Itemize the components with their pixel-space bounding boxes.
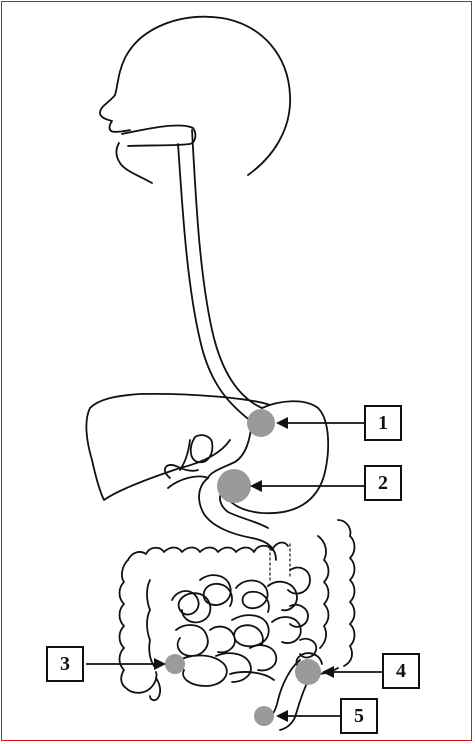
descending-colon-inner <box>318 536 329 648</box>
small-intestine-coils <box>172 568 316 686</box>
oral-cavity-outline <box>122 126 195 146</box>
label-5: 5 <box>340 698 378 734</box>
label-3: 3 <box>46 646 84 682</box>
arrow-2-head <box>250 480 262 492</box>
label-1: 1 <box>364 405 402 441</box>
marker-2 <box>217 469 251 503</box>
arrow-3-head <box>154 658 166 670</box>
esophagus-left-wall <box>178 144 252 422</box>
head-outline <box>100 17 290 175</box>
arrow-1-head <box>276 417 288 429</box>
descending-colon-outer <box>338 520 355 666</box>
ascending-colon-inner <box>147 580 154 666</box>
marker-5 <box>254 706 274 726</box>
ascending-colon-outer <box>120 560 157 693</box>
arrow-5-head <box>276 710 288 722</box>
marker-4 <box>295 659 321 685</box>
gallbladder-outline <box>191 435 213 462</box>
transverse-colon <box>128 543 288 560</box>
arrow-4-head <box>322 666 334 678</box>
marker-1 <box>247 409 275 437</box>
label-4: 4 <box>382 653 420 689</box>
jaw-outline <box>116 143 152 183</box>
marker-3 <box>165 654 185 674</box>
label-2: 2 <box>364 465 402 501</box>
